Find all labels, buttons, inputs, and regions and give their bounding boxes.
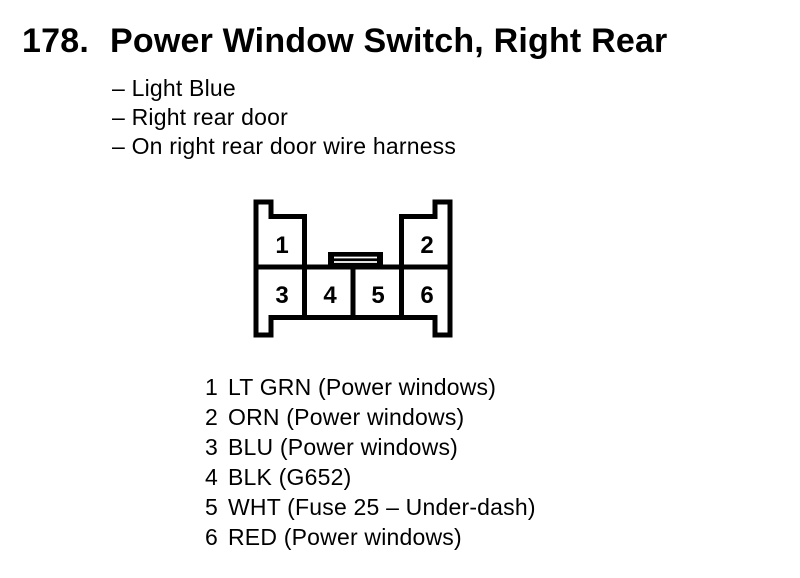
pin-number-4: 4 [323,282,337,309]
page-header: 178. Power Window Switch, Right Rear [22,22,668,60]
pin-number-1: 1 [275,232,288,259]
legend-row: 3 BLU (Power windows) [205,432,536,462]
legend-pin-number: 4 [205,464,218,490]
item-number: 178. [22,22,89,60]
connector-outline [253,199,453,338]
legend-pin-label: RED (Power windows) [228,524,462,550]
legend-pin-label: BLU (Power windows) [228,434,459,460]
legend-row: 4 BLK (G652) [205,462,536,492]
latch-ridges-icon [334,256,377,263]
note-line: – On right rear door wire harness [112,133,457,159]
legend-pin-number: 6 [205,524,218,550]
connector-diagram: 1 2 3 4 5 6 [253,199,453,338]
latch-body [328,252,383,267]
pin-number-2: 2 [420,232,433,259]
legend-row: 6 RED (Power windows) [205,522,536,552]
note-line: – Right rear door [112,104,288,130]
legend-pin-label: BLK (G652) [228,464,352,490]
connector-latch [328,252,383,267]
page-title: Power Window Switch, Right Rear [110,22,668,60]
legend-pin-number: 1 [205,374,218,400]
pin-number-3: 3 [275,282,288,309]
legend-row: 1 LT GRN (Power windows) [205,372,536,402]
legend-pin-number: 5 [205,494,218,520]
legend-pin-label: LT GRN (Power windows) [228,374,497,400]
legend-row: 2 ORN (Power windows) [205,402,536,432]
legend-pin-number: 2 [205,404,218,430]
legend-pin-number: 3 [205,434,218,460]
pin-number-6: 6 [420,282,433,309]
note-line: – Light Blue [112,75,236,101]
pin-number-5: 5 [371,282,384,309]
legend-row: 5 WHT (Fuse 25 – Under-dash) [205,492,536,522]
detail-notes: – Light Blue – Right rear door – On righ… [112,74,456,161]
legend-pin-label: ORN (Power windows) [228,404,465,430]
pin-legend: 1 LT GRN (Power windows) 2 ORN (Power wi… [205,372,536,552]
legend-pin-label: WHT (Fuse 25 – Under-dash) [228,494,536,520]
